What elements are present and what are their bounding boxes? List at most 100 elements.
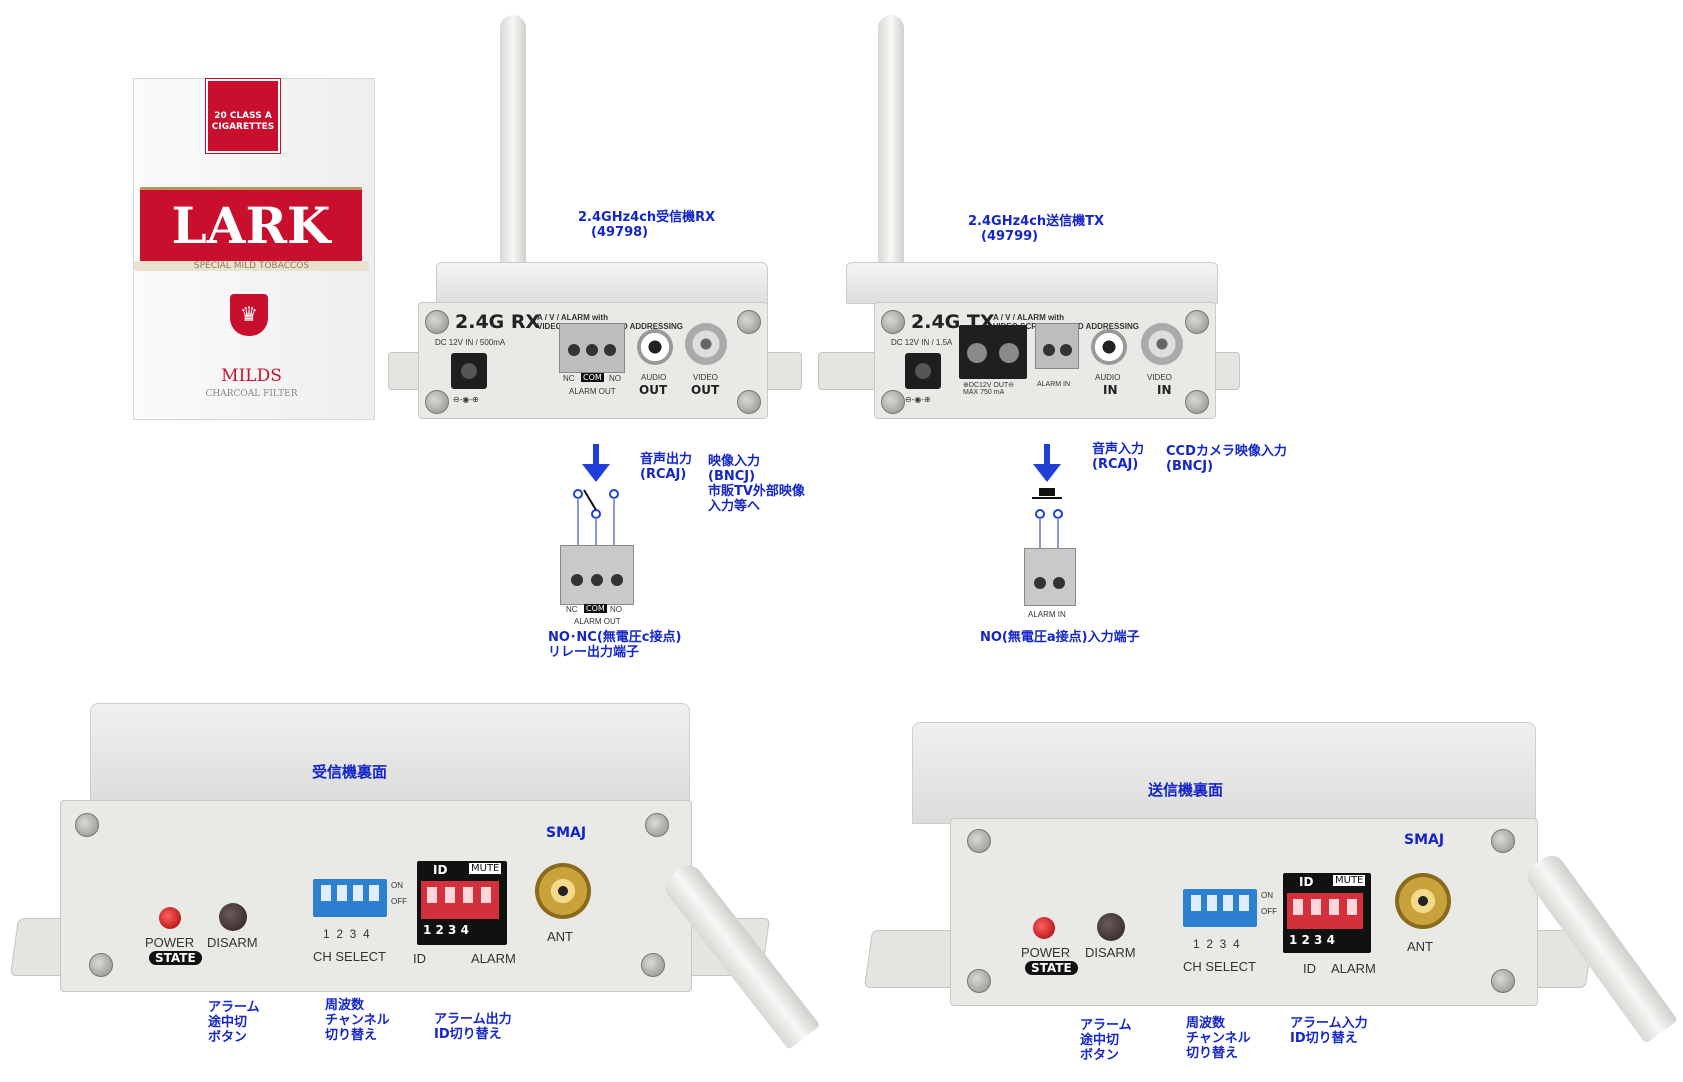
switch-contact-no (609, 489, 619, 499)
rx-disarm-label: DISARM (207, 935, 258, 950)
screw-icon (641, 953, 665, 977)
rx-title-label: 2.4GHz4ch受信機RX (49798) (578, 210, 716, 240)
tx-alarm-in-label: ALARM IN (1037, 381, 1071, 388)
rx-ch-select-label: CH SELECT (313, 949, 386, 964)
tx-video-label: VIDEO (1147, 373, 1172, 382)
tx-alarm-diagram (1032, 444, 1063, 550)
rx-back-title: 受信機裏面 (312, 763, 388, 781)
rx-power-label: POWER (145, 935, 195, 950)
tx-mute-label: MUTE (1333, 875, 1366, 886)
rx-id-dip-switch[interactable]: ID MUTE 1 2 3 4 (417, 861, 507, 945)
tx-front-panel: 2.4G TX A / V / ALARM with VIDEO SCRAMBL… (874, 302, 1216, 419)
tx-ch-numbers: 1 2 3 4 (1193, 937, 1240, 951)
screw-icon (89, 953, 113, 977)
rx-id-label: ID (433, 863, 448, 877)
down-arrow-head (1033, 464, 1061, 482)
rx-front-panel: 2.4G RX A / V / ALARM with VIDEO SCRAMBL… (418, 302, 768, 419)
tx-power-out-label: ⊕DC12V OUT⊖ MAX 750 mA (963, 382, 1015, 396)
tx-back-top (912, 722, 1536, 824)
screw-icon (737, 390, 761, 414)
tx-back-title: 送信機裏面 (1148, 781, 1224, 799)
rx-ch-numbers: 1 2 3 4 (323, 927, 370, 941)
pack-filter: CHARCOAL FILTER (205, 389, 298, 399)
screw-icon (1491, 969, 1515, 993)
pack-top-label: 20 CLASS A CIGARETTES (205, 78, 281, 154)
rx-relay-diagram (573, 444, 619, 550)
pack-top-text: 20 CLASS A CIGARETTES (211, 111, 275, 132)
pack-brand: LARK (171, 196, 331, 255)
down-arrow-head (582, 464, 610, 482)
rx-dc-label: DC 12V IN / 500mA (435, 338, 506, 347)
screw-icon (967, 969, 991, 993)
switch-lever (583, 489, 597, 511)
input-contact-b (1053, 509, 1063, 519)
rx-disarm-button[interactable] (219, 903, 247, 931)
rx-id-note: アラーム出力 ID切り替え (434, 1012, 512, 1042)
screw-icon (967, 829, 991, 853)
rx-ant-label: ANT (547, 929, 573, 944)
tx-dc-label: DC 12V IN / 1.5A (891, 338, 953, 347)
tx-id-dip-switch[interactable]: ID MUTE 1 2 3 4 (1283, 873, 1371, 953)
power-led-icon (159, 907, 181, 929)
polarity-icon: ⊖-◉-⊕ (905, 395, 931, 404)
rx-audio-out: OUT (639, 383, 668, 397)
rx-back-top (90, 703, 690, 805)
polarity-icon: ⊖-◉-⊕ (453, 395, 479, 404)
tx-on-label: ON (1261, 891, 1273, 900)
tx-state-badge: STATE (1025, 961, 1078, 975)
tx-id-label: ID (1299, 875, 1314, 889)
screw-icon (75, 813, 99, 837)
rx-diag-alarm-out: ALARM OUT (574, 617, 621, 626)
input-contact-a (1035, 509, 1045, 519)
tx-title-label: 2.4GHz4ch送信機TX (49799) (968, 214, 1105, 244)
tx-video-in-note: CCDカメラ映像入力 (BNCJ) (1166, 444, 1287, 474)
rx-on-label: ON (391, 881, 403, 890)
rx-audio-out-note: 音声出力 (RCAJ) (640, 452, 693, 482)
rx-state-badge: STATE (149, 951, 202, 965)
power-terminal-block (959, 325, 1027, 379)
cigarette-pack: 20 CLASS A CIGARETTES LARK SPECIAL MILD … (133, 78, 375, 420)
rx-ch-dip-switch[interactable] (313, 879, 387, 917)
rx-diag-com: COM (584, 604, 607, 613)
screw-icon (645, 813, 669, 837)
tx-power-label: POWER (1021, 945, 1071, 960)
switch-contact-nc (573, 489, 583, 499)
rx-term-nc: NC (563, 374, 575, 383)
rx-alarm-label: ALARM (471, 951, 516, 966)
tx-disarm-button[interactable] (1097, 913, 1125, 941)
rx-ch-note: 周波数 チャンネル 切り替え (325, 998, 390, 1043)
rca-jack-icon (1091, 329, 1127, 365)
screw-icon (1185, 390, 1209, 414)
tx-audio-in: IN (1103, 383, 1118, 397)
rx-diag-terminal (560, 545, 634, 605)
rx-term-com: COM (581, 373, 604, 382)
sma-connector-icon (535, 863, 591, 919)
pack-variant: MILDS (221, 366, 282, 386)
screw-icon (881, 390, 905, 414)
rx-model: 2.4G RX (455, 311, 541, 333)
tx-antenna (878, 15, 904, 275)
pack-subline: SPECIAL MILD TOBACCOS (134, 261, 369, 271)
tx-audio-label: AUDIO (1095, 373, 1121, 382)
bnc-jack-icon (685, 323, 727, 365)
tx-smaj-label: SMAJ (1404, 832, 1445, 848)
tx-diag-terminal (1024, 548, 1076, 606)
screw-icon (425, 310, 449, 334)
rx-alarm-out-label: ALARM OUT (569, 387, 616, 396)
bnc-jack-icon (1141, 323, 1183, 365)
tx-dip-numbers: 1 2 3 4 (1289, 933, 1335, 947)
tx-terminal-block (1035, 323, 1079, 369)
tx-id-note: アラーム入力 ID切り替え (1290, 1016, 1368, 1046)
tx-ch-dip-switch[interactable] (1183, 889, 1257, 927)
rx-audio-label: AUDIO (641, 373, 667, 382)
rx-id2-label: ID (413, 951, 426, 966)
rx-off-label: OFF (391, 897, 407, 906)
tx-disarm-label: DISARM (1085, 945, 1136, 960)
rx-video-out-note: 映像入力 (BNCJ) 市販TV外部映像 入力等へ (708, 454, 805, 514)
screw-icon (1491, 829, 1515, 853)
tx-box-top (846, 262, 1218, 304)
tx-off-label: OFF (1261, 907, 1277, 916)
screw-icon (1185, 310, 1209, 334)
switch-contact-com (591, 509, 601, 519)
tx-disarm-note: アラーム 途中切 ボタン (1080, 1018, 1132, 1063)
